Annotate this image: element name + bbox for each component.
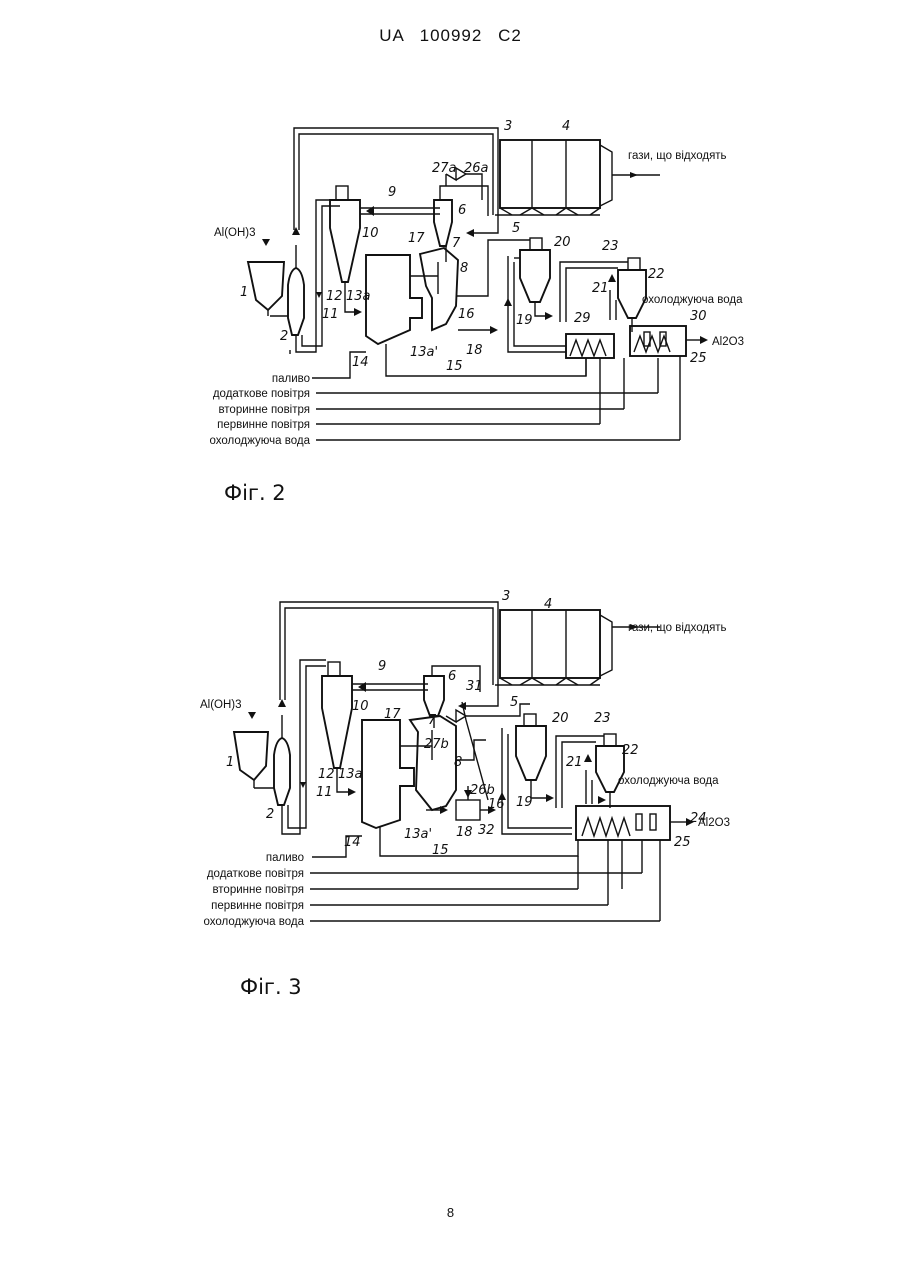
ref-21-fig3: 21 <box>566 755 583 770</box>
ref-14-fig3: 14 <box>344 835 361 850</box>
ref-12-fig3: 12 <box>318 767 335 782</box>
ref-19-fig3: 19 <box>516 795 533 810</box>
input-secondary-air-fig3: вторинне повітря <box>212 884 304 896</box>
ref-17-fig3: 17 <box>384 707 401 722</box>
ref-4-fig3: 4 <box>544 597 552 612</box>
ref-22-fig3: 22 <box>622 743 639 758</box>
ref-15-fig3: 15 <box>432 843 449 858</box>
ref-13a-fig3: 13a <box>338 767 363 782</box>
figure-3-diagram: гази, що відходять Al(OH)3 охолоджуюча в… <box>0 0 901 1010</box>
feed-label-fig3: Al(OH)3 <box>200 699 242 711</box>
ref-27b-fig3: 27b <box>424 737 449 752</box>
ref-13a-prime-fig3: 13a' <box>404 827 432 842</box>
ref-5-fig3: 5 <box>510 695 518 710</box>
page-number: 8 <box>0 1205 901 1220</box>
ref-23-fig3: 23 <box>594 711 611 726</box>
feed-hopper-1-fig3 <box>234 712 268 788</box>
cyclone-22-fig3 <box>596 734 624 808</box>
cooling-water-label-top-fig3: охолоджуюча вода <box>618 775 719 787</box>
ref-16-fig3: 16 <box>488 797 505 812</box>
venturi-dryer-2-fig3 <box>254 699 290 805</box>
ref-32-fig3: 32 <box>478 823 495 838</box>
input-primary-air-fig3: первинне повітря <box>211 900 304 912</box>
ref-10-fig3: 10 <box>352 699 369 714</box>
ref-31-fig3: 31 <box>466 679 483 694</box>
ref-11-fig3: 11 <box>316 785 333 800</box>
ref-18-fig3: 18 <box>456 825 473 840</box>
ref-7-fig3: 7 <box>428 713 437 728</box>
ref-24-fig3: 24 <box>690 811 707 826</box>
figure-3-caption: Фіг. 3 <box>240 975 302 999</box>
input-fuel-fig3: паливо <box>266 852 304 864</box>
ref-6-fig3: 6 <box>448 669 456 684</box>
ref-3-fig3: 3 <box>502 589 510 604</box>
cyclone-20-fig3 <box>516 714 554 802</box>
offgas-label-fig3: гази, що відходять <box>628 622 727 634</box>
ref-9-fig3: 9 <box>378 659 386 674</box>
ref-2-fig3: 2 <box>266 807 274 822</box>
input-additional-air-fig3: додаткове повітря <box>207 868 304 880</box>
ref-8-fig3: 8 <box>454 755 462 770</box>
ref-20-fig3: 20 <box>552 711 569 726</box>
input-cooling-water-fig3: охолоджуюча вода <box>204 916 305 928</box>
ref-1-fig3: 1 <box>226 755 234 770</box>
ref-25-fig3: 25 <box>674 835 691 850</box>
ref-26b-fig3: 26b <box>470 783 495 798</box>
